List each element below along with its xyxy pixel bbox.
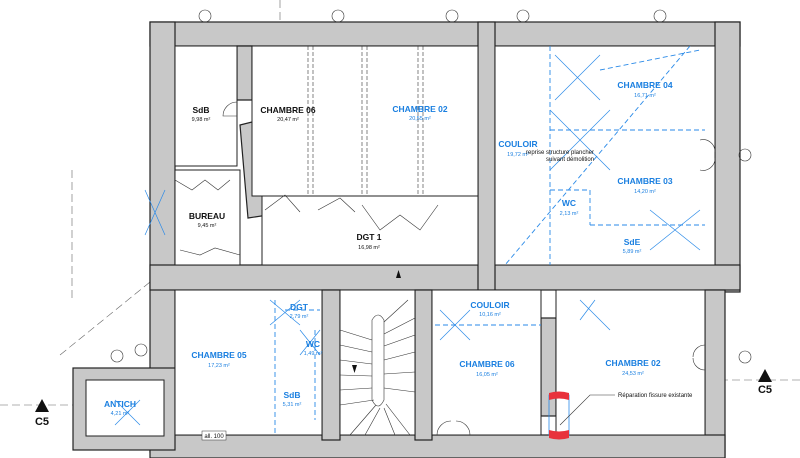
room-name: DGT 1: [356, 232, 381, 242]
room-name: CHAMBRE 05: [191, 350, 247, 360]
rooms: [85, 45, 716, 437]
new-partitions: [114, 45, 705, 435]
walls: [72, 21, 741, 458]
crack-note: Réparation fissure existante: [618, 393, 693, 399]
section-marker-right: C5: [758, 369, 772, 396]
room-name: SdE: [624, 237, 641, 247]
section-arrow-icon: [758, 369, 772, 382]
room-area: 9,45 m²: [198, 223, 217, 229]
room-area: 20,47 m²: [277, 117, 299, 123]
room-area: 16,05 m²: [476, 372, 498, 378]
room-name: CHAMBRE 06: [260, 105, 316, 115]
room-name: DGT: [290, 302, 309, 312]
room-area: 5,89 m²: [623, 249, 642, 255]
room-area: 19,72 m²: [507, 152, 529, 158]
room-name: BUREAU: [189, 211, 225, 221]
staircase: [339, 270, 416, 436]
annotations: reprise structure plancher suivant démol…: [201, 150, 693, 441]
room-name: CHAMBRE 03: [617, 176, 673, 186]
stairwell: [339, 289, 416, 436]
room-name: WC: [562, 198, 576, 208]
room-area: 4,21 m²: [111, 411, 130, 417]
room-name: CHAMBRE 02: [605, 358, 661, 368]
crack-repair: [548, 391, 615, 440]
svg-text:C5: C5: [35, 416, 49, 428]
room-area: 9,98 m²: [192, 117, 211, 123]
section-marker-left: C5: [35, 399, 49, 428]
window-markers: [110, 9, 752, 364]
room-name: CHAMBRE 06: [459, 359, 515, 369]
room-area: 10,16 m²: [479, 312, 501, 318]
floor-note: reprise structure plancher: [526, 150, 594, 156]
section-arrow-icon: [35, 399, 49, 412]
beam-lines: [174, 46, 439, 256]
svg-text:C5: C5: [758, 384, 772, 396]
room-name: SdB: [193, 105, 210, 115]
room-area: 5,31 m²: [283, 402, 302, 408]
room-area: 1,49 m²: [304, 351, 323, 357]
doors: [222, 101, 716, 436]
room-area: 2,79 m²: [290, 314, 309, 320]
room-area: 17,23 m²: [208, 363, 230, 369]
floor-note: suivant démolition: [546, 157, 594, 163]
room-area: 2,13 m²: [560, 211, 579, 217]
room-area: 14,20 m²: [634, 189, 656, 195]
room-area: 16,98 m²: [358, 245, 380, 251]
stair-arrow-icon: [396, 270, 401, 278]
room-name: COULOIR: [498, 139, 537, 149]
room-name: CHAMBRE 02: [392, 104, 448, 114]
allege-label: all. 100: [204, 434, 224, 440]
room-area: 24,53 m²: [622, 371, 644, 377]
room-name: WC: [306, 339, 320, 349]
room-area: 20,55 m²: [409, 116, 431, 122]
room-name: SdB: [284, 390, 301, 400]
room-name: ANTICH: [104, 399, 136, 409]
room-labels: SdB 9,98 m² CHAMBRE 06 20,47 m² CHAMBRE …: [104, 80, 673, 417]
room-area: 16,71 m²: [634, 93, 656, 99]
room-name: CHAMBRE 04: [617, 80, 673, 90]
room-name: COULOIR: [470, 300, 509, 310]
